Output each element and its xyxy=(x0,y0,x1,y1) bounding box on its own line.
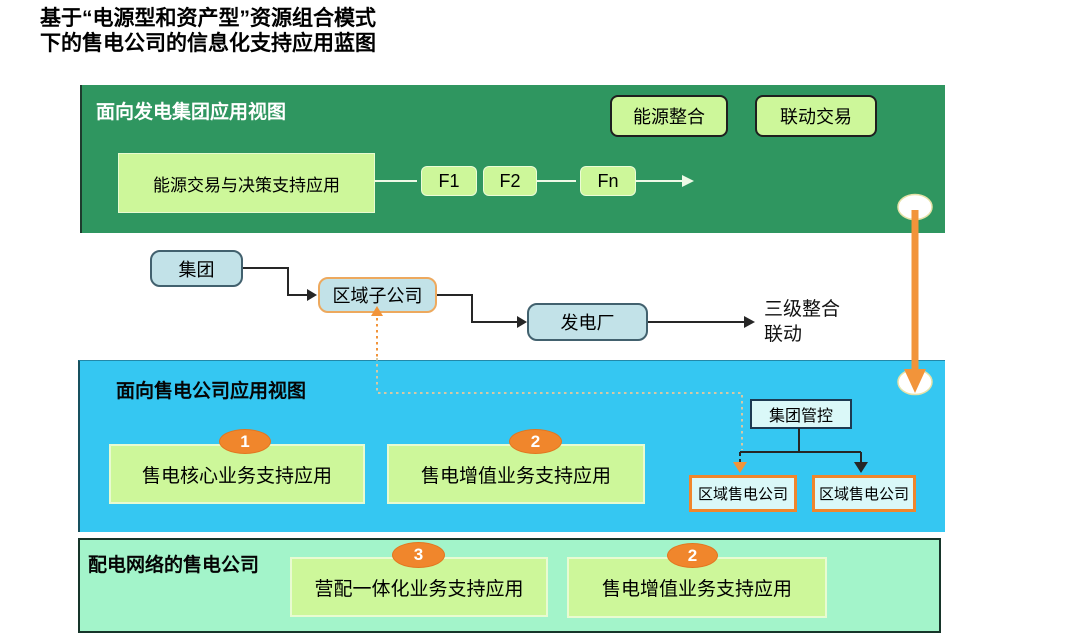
retail-view-band: 面向售电公司应用视图 售电核心业务支持应用 售电增值业务支持应用 1 2 集团管… xyxy=(78,360,945,532)
distribution-view-band: 配电网络的售电公司 营配一体化业务支持应用 售电增值业务支持应用 3 2 xyxy=(78,538,941,633)
regional-retail-company-right: 区域售电公司 xyxy=(812,475,916,512)
note-line1: 三级整合 xyxy=(764,299,841,320)
group-to-subsidiary-arrowhead-icon xyxy=(307,289,317,301)
subsidiary-to-plant-line xyxy=(437,294,517,323)
retail-value-added-app-box: 售电增值业务支持应用 xyxy=(387,444,645,504)
note-line2: 联动 xyxy=(764,324,803,345)
group-control-box: 集团管控 xyxy=(750,399,852,429)
badge-3: 3 xyxy=(392,542,445,568)
page-title: 基于“电源型和资产型”资源组合模式 下的售电公司的信息化支持应用蓝图 xyxy=(40,6,500,56)
fn-node: Fn xyxy=(580,166,636,196)
integrated-distribution-app-box: 营配一体化业务支持应用 xyxy=(290,557,548,617)
page-title-line2: 下的售电公司的信息化支持应用蓝图 xyxy=(40,32,376,55)
retail-core-app-box: 售电核心业务支持应用 xyxy=(109,444,365,504)
f1-node: F1 xyxy=(421,166,477,196)
retail-view-header: 面向售电公司应用视图 xyxy=(116,381,307,402)
f2-node: F2 xyxy=(483,166,537,196)
chip-energy-integration: 能源整合 xyxy=(610,95,728,137)
distribution-view-header: 配电网络的售电公司 xyxy=(88,555,260,576)
power-plant-box: 发电厂 xyxy=(527,303,648,341)
regional-subsidiary-box: 区域子公司 xyxy=(318,277,437,313)
page-title-line1: 基于“电源型和资产型”资源组合模式 xyxy=(40,7,376,30)
group-to-subsidiary-line xyxy=(243,267,307,296)
badge-2b: 2 xyxy=(667,543,718,568)
regional-retail-company-left: 区域售电公司 xyxy=(689,475,797,512)
energy-trading-app-box: 能源交易与决策支持应用 xyxy=(118,153,375,213)
generation-view-band: 面向发电集团应用视图 能源整合 联动交易 能源交易与决策支持应用 F1 F2 F… xyxy=(80,85,945,233)
group-box: 集团 xyxy=(150,250,243,287)
plant-to-note-arrowhead-icon xyxy=(744,316,755,328)
generation-view-header: 面向发电集团应用视图 xyxy=(96,102,287,123)
subsidiary-to-plant-arrowhead-icon xyxy=(517,316,527,328)
three-level-integration-note: 三级整合 联动 xyxy=(764,297,884,347)
badge-1: 1 xyxy=(219,429,271,454)
chip-linked-trading: 联动交易 xyxy=(755,95,877,137)
badge-2: 2 xyxy=(509,429,562,454)
